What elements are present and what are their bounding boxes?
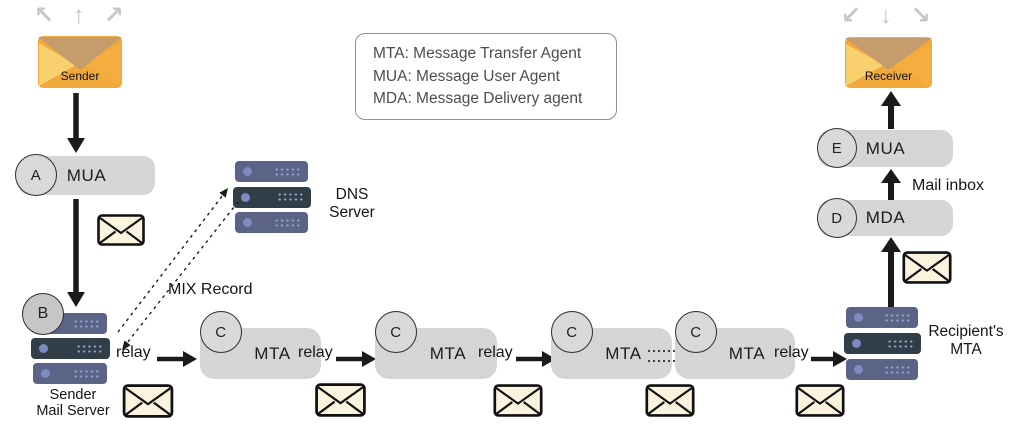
arrow-mua-to-mailserver-icon [67, 199, 85, 307]
mail-envelope-icon [644, 384, 696, 417]
receiver-mua-label: MUA [865, 138, 906, 158]
dns-server-caption: DNS Server [329, 186, 375, 221]
recipient-mta-caption: Recipient's MTA [928, 323, 1004, 358]
relay-arrow-4-icon [811, 351, 847, 367]
legend-line-mta: MTA: Message Transfer Agent [373, 45, 582, 62]
relay-label-3: relay [478, 344, 513, 361]
server-unit [33, 363, 107, 384]
mta-badge-1: C [200, 311, 242, 353]
server-unit [843, 333, 921, 354]
mda-box: MDA D [817, 198, 953, 238]
relay-label-4: relay [774, 344, 809, 361]
mail-envelope-icon [794, 384, 846, 417]
arrow-mda-to-mua-icon [881, 169, 901, 200]
server-unit [232, 186, 311, 208]
legend-line-mda: MDA: Message Delivery agent [373, 90, 583, 107]
server-unit [30, 338, 110, 359]
mta-badge-3: C [551, 311, 593, 353]
arrow-mua-to-receiver-icon [881, 91, 901, 129]
mta-label-2: MTA [429, 343, 467, 363]
mail-envelope-icon [314, 383, 367, 417]
dns-lookup-dashed-arrows-icon [117, 188, 239, 350]
mta-box-3: MTA C [551, 311, 672, 379]
relay-label-1: relay [116, 344, 151, 361]
relay-arrow-1-icon [157, 351, 197, 367]
server-unit [846, 359, 918, 380]
sender-envelope-icon: Sender [38, 36, 122, 88]
mail-envelope-icon [97, 214, 145, 246]
mta-label-3: MTA [605, 343, 642, 363]
mail-inbox-label: Mail inbox [912, 177, 985, 194]
legend-box: MTA: Message Transfer Agent MUA: Message… [355, 33, 617, 120]
sender-mailserver-caption: Sender Mail Server [36, 387, 110, 419]
sender-outbound-arrows-icon: ↖ ↑ ↗ [34, 2, 130, 29]
receiver-envelope-label: Receiver [864, 69, 913, 83]
receiver-envelope-icon: Receiver [845, 37, 932, 88]
dns-server-icon [232, 161, 311, 233]
server-unit [235, 161, 308, 182]
chain-continuation-dotted-lines-icon [648, 350, 675, 362]
sender-mua-badge: A [15, 154, 57, 196]
receiver-outbound-arrows-icon: ↙ ↓ ↘ [841, 2, 937, 29]
mta-badge-2: C [375, 311, 417, 353]
mta-badge-4: C [675, 311, 717, 353]
mail-envelope-icon [492, 384, 544, 417]
sender-envelope-label: Sender [60, 69, 100, 83]
relay-arrow-2-icon [336, 351, 376, 367]
mda-label: MDA [865, 208, 906, 227]
relay-label-2: relay [298, 344, 333, 361]
mta-label-4: MTA [728, 343, 766, 363]
server-unit [235, 212, 308, 233]
arrow-recipientmta-to-mda-icon [881, 237, 901, 307]
receiver-mua-badge: E [817, 128, 857, 168]
arrow-sender-to-mua-icon [67, 93, 85, 153]
recipient-mta-server-icon [843, 307, 921, 380]
mta-box-4: MTA C [675, 311, 795, 379]
sender-mua-label: MUA [66, 165, 107, 185]
mail-envelope-icon [122, 384, 174, 418]
mail-envelope-icon [902, 251, 952, 284]
server-unit [846, 307, 918, 328]
mta-label-1: MTA [254, 343, 291, 363]
mda-badge: D [817, 198, 857, 238]
mix-record-label: MIX Record [168, 281, 253, 298]
relay-arrow-3-icon [516, 351, 556, 367]
sender-mailserver-badge: B [22, 293, 64, 335]
mta-box-1: MTA C [200, 311, 321, 379]
sender-mua-box: MUA A [15, 154, 155, 196]
legend-line-mua: MUA: Message User Agent [373, 67, 560, 85]
mta-box-2: MTA C [375, 311, 497, 379]
receiver-mua-box: MUA E [817, 128, 953, 168]
